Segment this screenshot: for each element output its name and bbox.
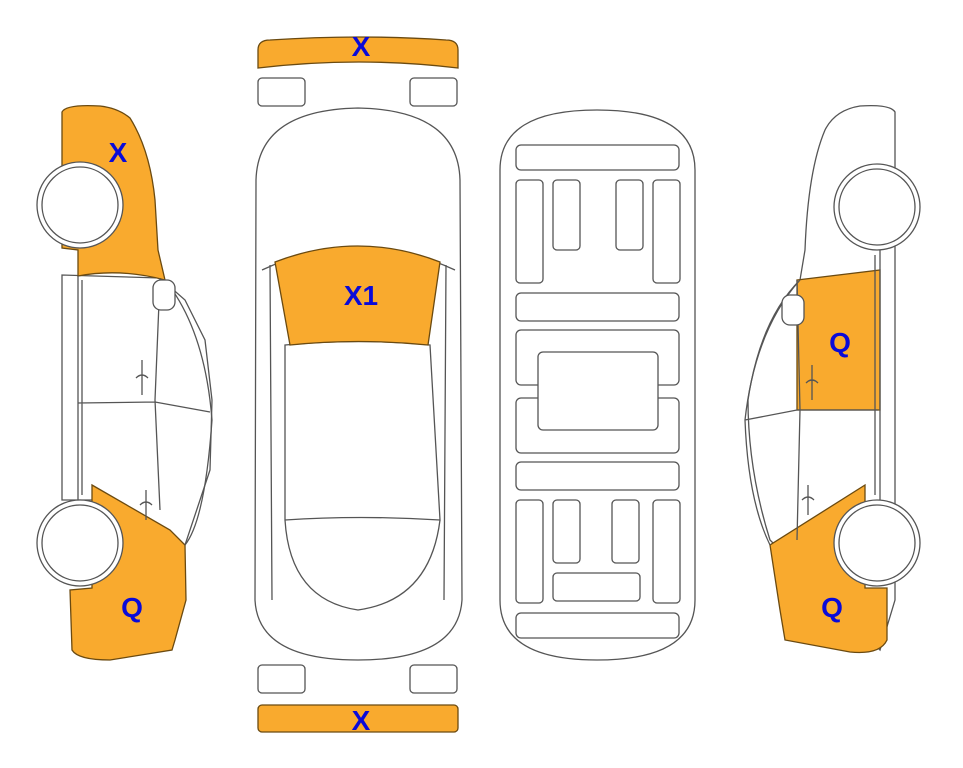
top-view: X X1 X <box>254 31 463 736</box>
left-front-label: X <box>109 137 128 168</box>
left-rear-wheel <box>36 499 124 587</box>
right-front-wheel <box>833 163 921 251</box>
left-front-wheel <box>36 161 124 249</box>
left-rear-label: Q <box>121 592 143 623</box>
left-side-view: X Q <box>36 104 213 661</box>
center-panel <box>537 351 659 431</box>
windshield-damage[interactable] <box>274 245 441 346</box>
windshield-label: X1 <box>344 280 378 311</box>
rear-bumper-label: X <box>352 705 371 736</box>
right-rear-fender-label: Q <box>821 592 843 623</box>
front-bumper-damage[interactable] <box>257 36 459 69</box>
right-side-view: Q Q <box>744 104 921 654</box>
right-rear-wheel <box>833 499 921 587</box>
left-headlight <box>257 77 306 107</box>
rear-bumper-damage[interactable] <box>257 704 459 733</box>
right-rear-door-label: Q <box>829 327 851 358</box>
underbody-view <box>499 109 696 661</box>
front-bumper-label: X <box>352 31 371 62</box>
right-headlight <box>409 77 458 107</box>
